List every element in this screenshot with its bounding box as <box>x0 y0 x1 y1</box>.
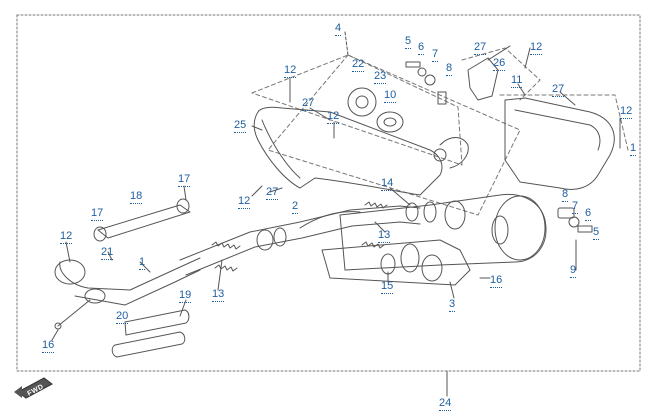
gasket-10 <box>376 111 404 133</box>
gasket-17a <box>93 226 107 242</box>
callout-l16a[interactable]: 16 <box>490 274 503 288</box>
callout-l4[interactable]: 4 <box>335 22 342 36</box>
bolt-5b <box>577 225 593 233</box>
flange-23 <box>347 87 377 117</box>
callout-l5b[interactable]: 5 <box>593 226 600 240</box>
end-cap <box>494 195 546 261</box>
insulator-20 <box>111 331 186 358</box>
insulator-19 <box>124 309 190 336</box>
callout-l6a[interactable]: 6 <box>418 41 425 55</box>
bracket-26 <box>467 57 499 101</box>
heat-shield-25 <box>253 106 443 196</box>
callout-l15[interactable]: 15 <box>381 280 394 294</box>
callout-l19[interactable]: 19 <box>179 289 192 303</box>
callout-l12e[interactable]: 12 <box>238 195 251 209</box>
callout-l22[interactable]: 22 <box>352 58 365 72</box>
spring-13d <box>361 241 385 249</box>
washer-7a <box>424 74 436 86</box>
callout-l1b[interactable]: 1 <box>139 256 146 270</box>
callout-l20[interactable]: 20 <box>116 310 129 324</box>
callout-l17b[interactable]: 17 <box>91 207 104 221</box>
callout-l8a[interactable]: 8 <box>446 62 453 76</box>
canister-3 <box>321 239 471 286</box>
callout-l9[interactable]: 9 <box>570 264 577 278</box>
ring-15 <box>380 253 396 275</box>
callout-l27c[interactable]: 27 <box>302 97 315 111</box>
bolt-5a <box>405 61 421 68</box>
callout-l12d[interactable]: 12 <box>327 110 340 124</box>
callout-l13b[interactable]: 13 <box>378 229 391 243</box>
callout-l1a[interactable]: 1 <box>630 142 637 156</box>
callout-l12f[interactable]: 12 <box>60 230 73 244</box>
callout-l16b[interactable]: 16 <box>42 339 55 353</box>
callout-l23[interactable]: 23 <box>374 70 387 84</box>
clamp-16a <box>54 322 62 330</box>
heat-shield-11 <box>504 97 615 190</box>
assembly-frame <box>16 14 641 372</box>
callout-l3[interactable]: 3 <box>449 298 456 312</box>
callout-l11[interactable]: 11 <box>511 74 523 88</box>
callout-l12a[interactable]: 12 <box>530 41 543 55</box>
callout-l27b[interactable]: 27 <box>552 83 565 97</box>
pipe-1 <box>59 257 201 291</box>
callout-l12b[interactable]: 12 <box>620 105 633 119</box>
callout-l13a[interactable]: 13 <box>212 288 225 302</box>
subassembly-4-frame-lower <box>267 54 521 216</box>
callout-l8b[interactable]: 8 <box>562 188 569 202</box>
callout-l10[interactable]: 10 <box>384 89 397 103</box>
forward-arrow-icon <box>14 377 53 399</box>
callout-l14[interactable]: 14 <box>381 177 394 191</box>
spring-13a <box>211 241 241 250</box>
callout-l18[interactable]: 18 <box>130 190 143 204</box>
callout-l25[interactable]: 25 <box>234 119 247 133</box>
callout-l6b[interactable]: 6 <box>585 207 592 221</box>
callout-l27a[interactable]: 27 <box>474 41 487 55</box>
callout-l24[interactable]: 24 <box>439 397 452 411</box>
callout-l7a[interactable]: 7 <box>432 48 439 62</box>
subassembly-4-frame <box>251 54 463 166</box>
callout-l2[interactable]: 2 <box>292 200 299 214</box>
washer-7b <box>568 216 580 228</box>
spring-13b <box>214 264 238 272</box>
callout-l12c[interactable]: 12 <box>284 64 297 78</box>
callout-l26[interactable]: 26 <box>493 57 506 71</box>
ring-14 <box>405 202 419 222</box>
callout-l27d[interactable]: 27 <box>266 186 279 200</box>
spring-13c <box>364 201 388 209</box>
callout-l7b[interactable]: 7 <box>572 200 579 214</box>
callout-l17a[interactable]: 17 <box>178 173 191 187</box>
callout-l5[interactable]: 5 <box>405 35 412 49</box>
callout-l21[interactable]: 21 <box>101 246 114 260</box>
washer-6a <box>417 67 427 77</box>
gasket-17b <box>176 198 190 214</box>
muffler-body <box>339 193 547 271</box>
pipe-18 <box>97 204 191 239</box>
